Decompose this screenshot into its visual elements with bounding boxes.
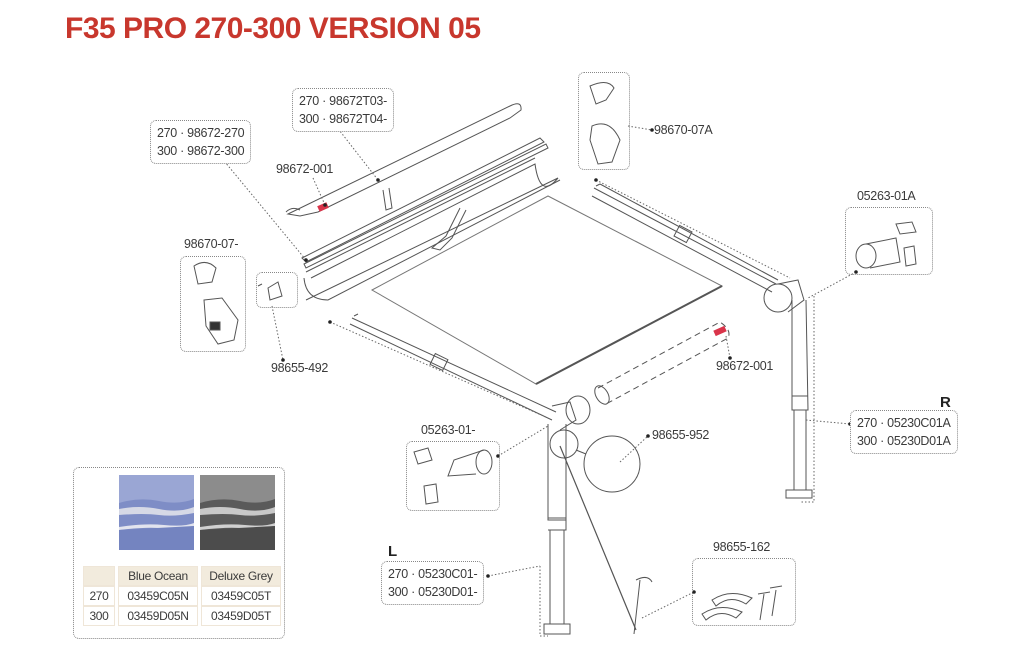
- fabric-canvas: [370, 195, 724, 385]
- end-cap-left-part-number: 98670-07-: [184, 237, 239, 251]
- end-cap-right-part: [589, 82, 621, 165]
- tie-down-kit-part: [701, 593, 753, 621]
- deluxe-grey-swatch: [200, 475, 275, 550]
- end-cap-left-part: [193, 262, 239, 345]
- left-leg-part-number: 270 · 05230C01- 300 · 05230D01-: [381, 561, 485, 605]
- right-arm: [591, 183, 779, 293]
- front-cover-part: [286, 103, 522, 217]
- table-row: 270 03459C05N 03459C05T: [83, 586, 281, 606]
- joint-left-box: [406, 441, 500, 511]
- page-title: F35 PRO 270-300 VERSION 05: [65, 12, 481, 45]
- header-deluxe-grey: Deluxe Grey: [201, 566, 281, 586]
- label-top-part-number: 98672-001: [276, 162, 334, 176]
- cover-rail-part-number: 270 · 98672-270 300 · 98672-300: [150, 120, 252, 164]
- fabric-options-panel: [73, 467, 285, 639]
- bracket-part: [257, 281, 283, 301]
- end-cap-right-part-number: 98670-07A: [654, 123, 713, 137]
- joint-left-part-number: 05263-01-: [421, 423, 476, 437]
- lead-rail-cover: [597, 321, 730, 405]
- blue-ocean-swatch: [119, 475, 194, 550]
- right-leg: [785, 299, 813, 499]
- end-cap-left-box: [180, 256, 246, 352]
- end-cap-right-box: [578, 72, 630, 170]
- right-leg-part-number: 270 · 05230C01A 300 · 05230D01A: [850, 410, 958, 454]
- tension-cord-part-number: 98655-952: [652, 428, 710, 442]
- tie-down-kit-box: [692, 558, 796, 626]
- front-cover-part-number: 270 · 98672T03- 300 · 98672T04-: [292, 88, 394, 132]
- table-row: 300 03459D05N 03459D05T: [83, 606, 281, 626]
- joint-right-part-number: 05263-01A: [857, 189, 916, 203]
- left-leg: [543, 424, 571, 635]
- fabric-part-table: Blue Ocean Deluxe Grey 270 03459C05N 034…: [80, 566, 284, 626]
- joint-right-box: [845, 207, 933, 275]
- right-side-marker: R: [940, 394, 951, 411]
- tie-down-kit-part-number: 98655-162: [713, 540, 771, 554]
- bracket-part-number: 98655-492: [271, 361, 329, 375]
- label-bottom-part-number: 98672-001: [716, 359, 774, 373]
- left-side-marker: L: [388, 543, 398, 560]
- header-blue-ocean: Blue Ocean: [118, 566, 198, 586]
- table-header-row: Blue Ocean Deluxe Grey: [83, 566, 281, 586]
- left-arm: [349, 313, 557, 421]
- bracket-box: [256, 272, 298, 308]
